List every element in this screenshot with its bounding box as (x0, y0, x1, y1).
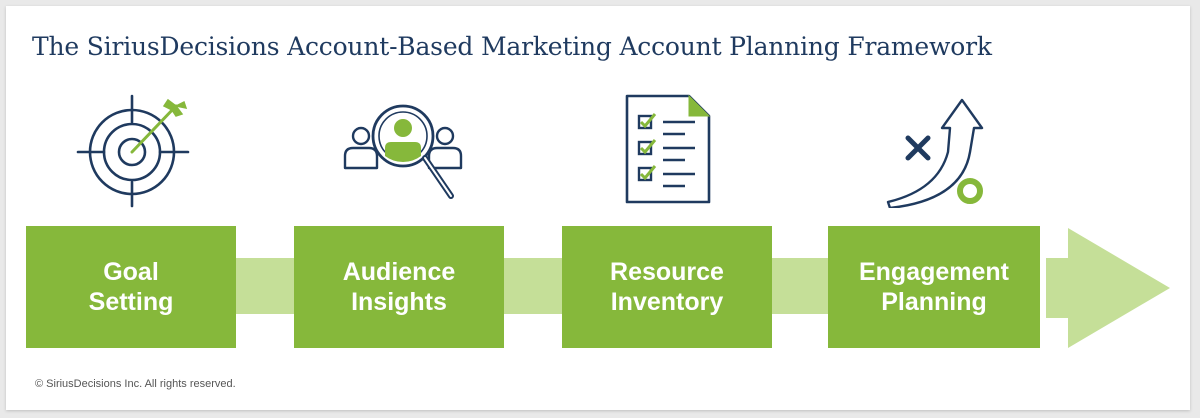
copyright-footer: © SiriusDecisions Inc. All rights reserv… (35, 378, 236, 390)
step-label-line1: Resource (610, 258, 724, 286)
step-goal-setting: Goal Setting (26, 226, 236, 348)
step-label-line2: Setting (88, 288, 174, 316)
connector-1 (236, 258, 294, 314)
connector-3 (772, 258, 828, 314)
page-title: The SiriusDecisions Account-Based Market… (32, 32, 992, 61)
checklist-icon (625, 94, 711, 204)
framework-card: The SiriusDecisions Account-Based Market… (6, 6, 1190, 410)
audience-magnifier-icon (343, 104, 463, 199)
connector-2 (504, 258, 562, 314)
step-engagement-planning: Engagement Planning (828, 226, 1040, 348)
step-label-line1: Audience (342, 258, 456, 286)
step-label-line2: Inventory (610, 288, 724, 316)
step-label-line1: Engagement (858, 258, 1010, 286)
step-audience-insights: Audience Insights (294, 226, 504, 348)
step-resource-inventory: Resource Inventory (562, 226, 772, 348)
flow-arrow-icon (1046, 228, 1170, 348)
step-label-line2: Insights (351, 288, 447, 316)
strategy-play-icon (886, 98, 984, 208)
step-label-line1: Goal (103, 258, 159, 286)
step-label-line2: Planning (881, 288, 987, 316)
target-icon (76, 94, 190, 208)
